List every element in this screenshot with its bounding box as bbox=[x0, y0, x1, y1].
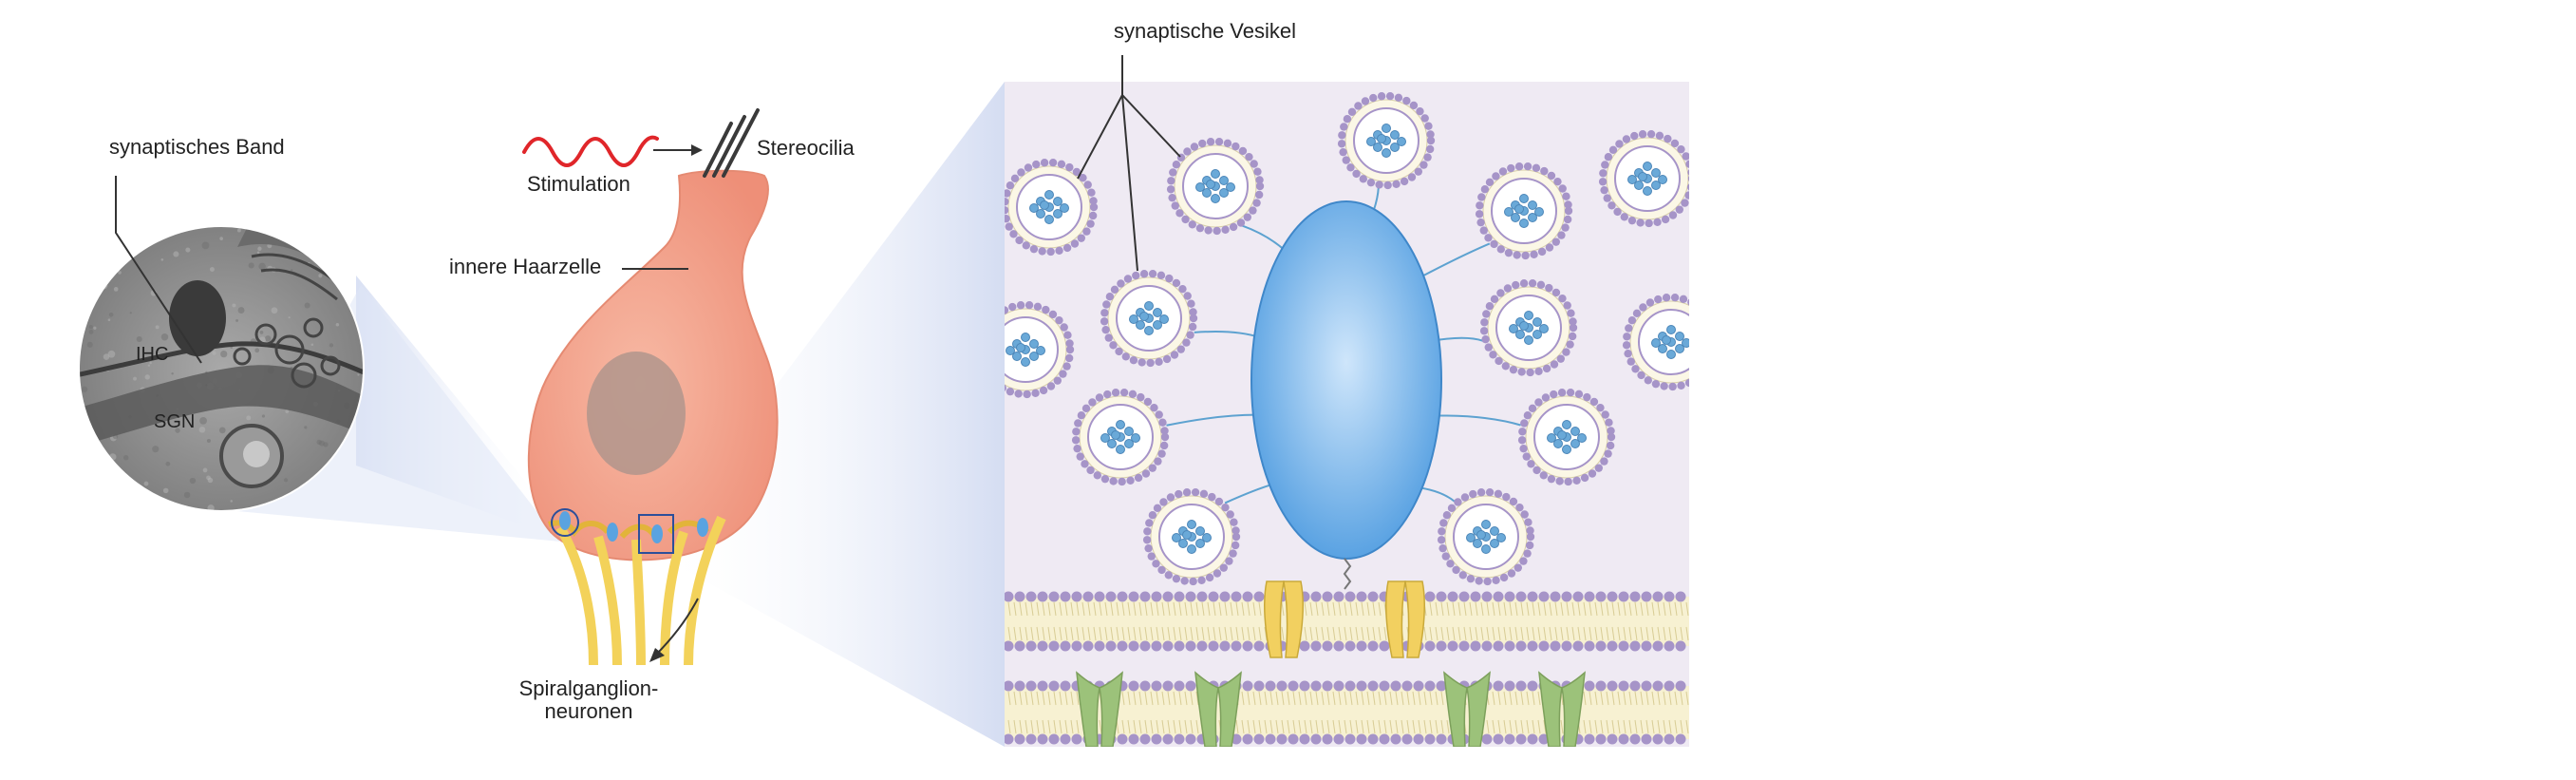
label-spiral-ganglion-line2: neuronen bbox=[544, 699, 633, 723]
inner-hair-cell bbox=[527, 169, 779, 561]
zoom-cone-right bbox=[655, 82, 1005, 747]
synaptic-vesicle bbox=[1598, 129, 1689, 228]
glutamate-receptor bbox=[1443, 671, 1491, 747]
label-spiral-ganglion-line1: Spiralganglion- bbox=[518, 676, 659, 700]
glutamate-receptor bbox=[1076, 671, 1123, 747]
synapse-markers bbox=[551, 508, 708, 554]
label-synaptic-ribbon: synaptisches Band bbox=[109, 135, 285, 159]
synaptic-vesicle bbox=[1517, 388, 1616, 486]
label-ihc: IHC bbox=[136, 344, 169, 365]
synaptic-vesicle bbox=[1142, 487, 1241, 586]
ribbon-zoom-marker bbox=[638, 514, 674, 554]
synaptic-vesicle bbox=[1622, 293, 1689, 391]
vesicle-layer bbox=[1005, 91, 1689, 586]
label-inner-hair-cell: innere Haarzelle bbox=[449, 255, 602, 278]
synaptic-vesicle bbox=[1437, 487, 1535, 586]
zoom-cone-left-2 bbox=[237, 285, 560, 542]
spiral-ganglion-neurons bbox=[548, 515, 726, 666]
synaptic-vesicle bbox=[1005, 300, 1075, 399]
label-spiral-ganglion-neurons: Spiralganglion- neuronen bbox=[508, 677, 669, 723]
label-stimulation: Stimulation bbox=[527, 172, 630, 196]
stimulation-wave bbox=[522, 135, 659, 167]
synaptic-vesicle bbox=[1005, 158, 1099, 257]
synaptic-vesicle bbox=[1166, 137, 1265, 236]
stereocilia bbox=[703, 108, 760, 178]
glutamate-receptor bbox=[1194, 671, 1242, 747]
stimulation-arrow bbox=[653, 144, 703, 156]
label-stereocilia: Stereocilia bbox=[757, 136, 855, 160]
em-zoom-marker bbox=[551, 508, 579, 537]
label-synaptic-vesicles: synaptische Vesikel bbox=[1114, 19, 1296, 43]
em-micrograph-border bbox=[78, 225, 365, 512]
ribbon-leader-line bbox=[115, 176, 202, 364]
channel-layer bbox=[1076, 580, 1586, 747]
synaptic-vesicle bbox=[1071, 388, 1170, 486]
synaptic-vesicle bbox=[1479, 278, 1578, 377]
synaptic-vesicle bbox=[1475, 162, 1573, 260]
label-sgn: SGN bbox=[154, 411, 196, 432]
ribbon-anchor bbox=[1343, 558, 1352, 590]
calcium-channel bbox=[1385, 580, 1425, 658]
synaptic-ribbon bbox=[1250, 200, 1442, 560]
signal-direction-arrow bbox=[649, 598, 699, 662]
synaptic-vesicle bbox=[1100, 269, 1198, 368]
glutamate-receptor bbox=[1538, 671, 1586, 747]
vesicle-label-pointers bbox=[1077, 55, 1181, 272]
calcium-channel bbox=[1264, 580, 1304, 658]
synaptic-vesicle bbox=[1337, 91, 1436, 190]
nucleus bbox=[587, 352, 686, 475]
